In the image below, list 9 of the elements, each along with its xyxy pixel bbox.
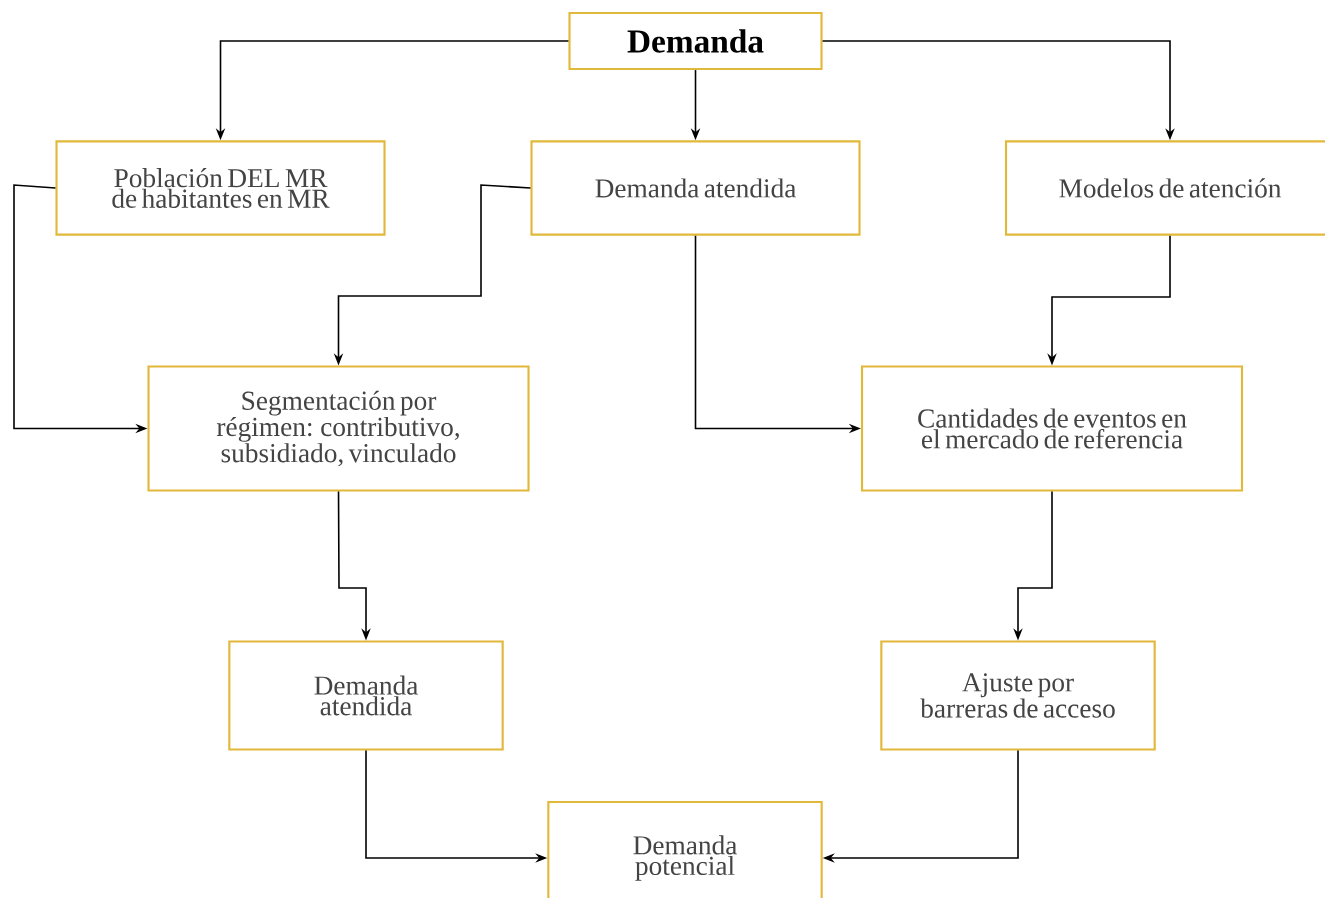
process-box: Demanda atendida (228, 640, 504, 751)
process-box: Demanda atendida (530, 140, 861, 236)
process-box: Cantidades de eventos en el mercado de referencia (860, 365, 1244, 492)
process-box: Población DEL MR de habitantes en MR (55, 140, 386, 236)
process-box: Demanda potencial (547, 800, 823, 898)
process-box: Segmentación por régimen: contributivo, subsidiado, vinculado (147, 365, 530, 492)
process-box: Modelos de atención (1004, 140, 1325, 236)
process-box: Ajuste por barreras de acceso (880, 640, 1156, 751)
process-box: Demanda (568, 11, 823, 71)
